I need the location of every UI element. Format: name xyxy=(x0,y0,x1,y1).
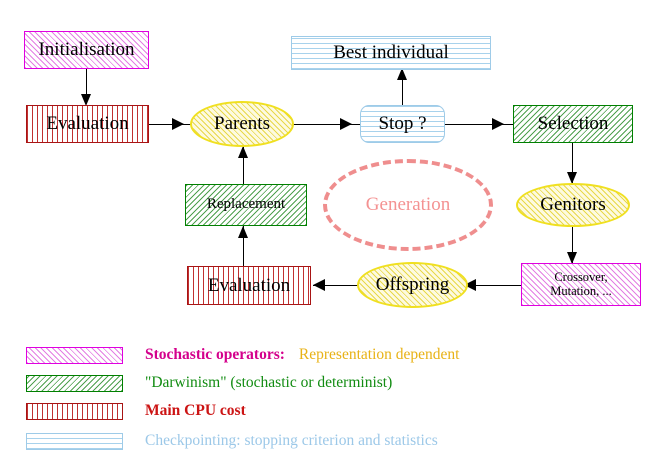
node-evaluation-top[interactable]: Evaluation xyxy=(26,105,149,143)
edge-selection-to-genitors xyxy=(572,143,573,183)
node-offspring[interactable]: Offspring xyxy=(357,262,468,308)
legend-text-primary: "Darwinism" (stochastic or determinist) xyxy=(145,374,393,391)
arrowhead-down-crossover xyxy=(567,252,577,264)
node-stop-label: Stop ? xyxy=(378,113,427,135)
node-evaluation-bottom[interactable]: Evaluation xyxy=(187,266,311,305)
arrowhead-right-parents xyxy=(172,118,184,130)
node-evaluation-top-label: Evaluation xyxy=(46,113,129,135)
node-genitors[interactable]: Genitors xyxy=(516,183,630,227)
edge-initialisation-to-evaluation xyxy=(86,68,87,100)
node-replacement[interactable]: Replacement xyxy=(185,184,307,226)
legend-text-secondary: Representation dependent xyxy=(298,346,460,363)
legend-swatch-green-hatch xyxy=(26,374,123,392)
node-parents-label: Parents xyxy=(214,113,270,135)
legend-row-darwinism: "Darwinism" (stochastic or determinist) xyxy=(26,372,392,394)
node-generation-label: Generation xyxy=(365,194,451,215)
arrowhead-down-genitors xyxy=(567,172,577,184)
legend-text-primary: Main CPU cost xyxy=(145,402,246,419)
node-genitors-label: Genitors xyxy=(540,194,606,216)
node-initialisation[interactable]: Initialisation xyxy=(24,31,149,69)
legend-row-stochastic-operators: Stochastic operators: Representation depe… xyxy=(26,344,459,366)
legend-label-stochastic-operators: Stochastic operators: Representation depe… xyxy=(145,346,459,364)
node-selection[interactable]: Selection xyxy=(513,105,633,143)
node-crossover-mutation[interactable]: Crossover, Mutation, ... xyxy=(521,263,641,306)
node-replacement-label: Replacement xyxy=(206,196,286,213)
node-offspring-label: Offspring xyxy=(375,274,450,296)
legend-row-checkpointing: Checkpointing: stopping criterion and st… xyxy=(26,430,438,452)
node-generation[interactable]: Generation xyxy=(323,159,493,251)
node-initialisation-label: Initialisation xyxy=(38,39,135,61)
edge-crossover-to-offspring xyxy=(464,285,522,286)
node-crossover-mutation-line1: Crossover, xyxy=(554,270,608,285)
edge-evaluation-to-replacement xyxy=(243,226,244,268)
node-best-individual-label: Best individual xyxy=(333,42,449,64)
legend-label-main-cpu-cost: Main CPU cost xyxy=(145,402,246,420)
edge-genitors-to-crossover xyxy=(572,227,573,263)
edge-parents-to-stop xyxy=(292,124,364,125)
edge-stop-to-best-individual xyxy=(402,70,403,106)
edge-stop-to-selection xyxy=(445,124,515,125)
edge-replacement-to-parents xyxy=(243,146,244,186)
arrowhead-right-stop xyxy=(340,118,352,130)
legend-label-darwinism: "Darwinism" (stochastic or determinist) xyxy=(145,374,392,392)
legend-swatch-magenta-hatch xyxy=(26,346,123,364)
node-parents[interactable]: Parents xyxy=(190,101,294,147)
node-stop[interactable]: Stop ? xyxy=(360,105,445,143)
node-selection-label: Selection xyxy=(537,113,609,135)
arrowhead-down-initialisation xyxy=(81,94,91,106)
node-crossover-mutation-line2: Mutation, ... xyxy=(550,283,612,298)
legend-text-primary: Checkpointing: stopping criterion and st… xyxy=(145,432,438,449)
arrowhead-left-evaluation xyxy=(313,279,325,291)
legend: Stochastic operators: Representation depe… xyxy=(0,338,662,468)
arrowhead-up-replacement xyxy=(238,226,248,238)
legend-label-checkpointing: Checkpointing: stopping criterion and st… xyxy=(145,432,438,450)
arrowhead-up-parents xyxy=(238,146,248,158)
arrowhead-up-best-individual xyxy=(397,68,407,80)
edge-offspring-to-evaluation xyxy=(313,285,361,286)
arrowhead-right-selection xyxy=(492,118,504,130)
node-best-individual[interactable]: Best individual xyxy=(291,36,491,70)
legend-swatch-red-vertical xyxy=(26,402,123,420)
legend-row-main-cpu-cost: Main CPU cost xyxy=(26,400,246,422)
legend-text-primary: Stochastic operators: xyxy=(145,346,285,363)
node-evaluation-bottom-label: Evaluation xyxy=(207,274,291,296)
legend-swatch-blue-horizontal xyxy=(26,432,123,450)
